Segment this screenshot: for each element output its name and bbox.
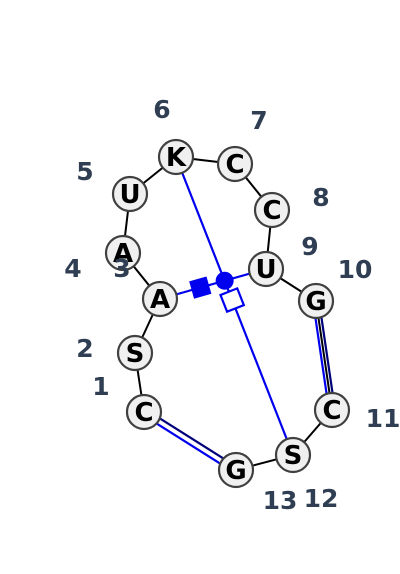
nucleotide-5: U bbox=[111, 175, 149, 213]
index-label-5: 5 bbox=[76, 157, 93, 186]
nucleotide-circle bbox=[313, 391, 351, 429]
nucleotide-circle bbox=[297, 282, 335, 320]
pair-6-12 bbox=[174, 156, 295, 456]
index-label-9: 9 bbox=[301, 232, 318, 261]
nucleotide-9: U bbox=[247, 250, 285, 288]
pair-line bbox=[141, 413, 235, 474]
nucleotide-letter: S bbox=[126, 339, 145, 369]
nucleotide-letter: A bbox=[150, 285, 170, 315]
pair-10-11 bbox=[311, 300, 337, 411]
nucleotide-4: A bbox=[104, 234, 142, 272]
index-label-3: 3 bbox=[113, 254, 130, 283]
index-label-10: 10 bbox=[338, 255, 373, 284]
index-label-6: 6 bbox=[153, 95, 170, 124]
nucleotide-10: G bbox=[297, 282, 335, 320]
nucleotide-2: S bbox=[116, 334, 154, 372]
nucleotide-letter: S bbox=[284, 441, 303, 471]
nucleotide-13: G bbox=[217, 451, 255, 489]
index-label-8: 8 bbox=[312, 183, 329, 212]
nucleotide-1: C bbox=[125, 393, 163, 431]
index-label-12: 12 bbox=[304, 484, 339, 513]
nucleotide-circle bbox=[125, 393, 163, 431]
index-label-4: 4 bbox=[64, 254, 81, 283]
nucleotide-circle bbox=[217, 451, 255, 489]
backbone-segment bbox=[315, 300, 333, 411]
base-pair-interactions bbox=[141, 156, 337, 474]
nucleotide-letter: K bbox=[166, 143, 187, 173]
index-label-2: 2 bbox=[76, 334, 93, 363]
pair-line bbox=[317, 300, 337, 410]
nucleotide-circle bbox=[157, 138, 195, 176]
open-square-marker bbox=[219, 286, 246, 314]
pair-line bbox=[145, 408, 239, 469]
nucleotide-letter: U bbox=[255, 255, 276, 285]
nucleotide-12: S bbox=[274, 436, 312, 474]
nucleotide-letter: A bbox=[113, 239, 133, 269]
nucleotide-circle bbox=[247, 250, 285, 288]
index-label-1: 1 bbox=[92, 372, 109, 401]
nucleotide-circle bbox=[274, 436, 312, 474]
nucleotide-circle bbox=[253, 191, 291, 229]
nucleotide-letter: G bbox=[305, 287, 326, 317]
nucleotide-6: K bbox=[157, 138, 195, 176]
filled-square-marker bbox=[189, 276, 212, 299]
nucleotide-circle bbox=[216, 145, 254, 183]
pair-line bbox=[159, 267, 267, 301]
nucleotide-circle bbox=[111, 175, 149, 213]
nucleotide-circle bbox=[116, 334, 154, 372]
pair-3-9 bbox=[159, 267, 267, 301]
nucleotide-circle bbox=[141, 280, 179, 318]
pair-line bbox=[311, 301, 331, 411]
nucleotide-3: A bbox=[141, 280, 179, 318]
index-label-11: 11 bbox=[366, 404, 400, 433]
nucleotide-11: C bbox=[313, 391, 351, 429]
nucleotide-letter: C bbox=[225, 150, 244, 180]
nucleotide-7: C bbox=[216, 145, 254, 183]
nucleotide-letter: C bbox=[134, 398, 153, 428]
nucleotide-letter: C bbox=[322, 396, 341, 426]
nucleotide-letter: C bbox=[262, 196, 281, 226]
nucleotide-circle bbox=[104, 234, 142, 272]
pair-1-13 bbox=[141, 408, 239, 474]
nucleotide-letter: U bbox=[119, 180, 140, 210]
nucleotide-letter: G bbox=[225, 456, 246, 486]
index-label-7: 7 bbox=[250, 106, 267, 135]
nucleotide-8: C bbox=[253, 191, 291, 229]
index-label-13: 13 bbox=[263, 486, 298, 515]
